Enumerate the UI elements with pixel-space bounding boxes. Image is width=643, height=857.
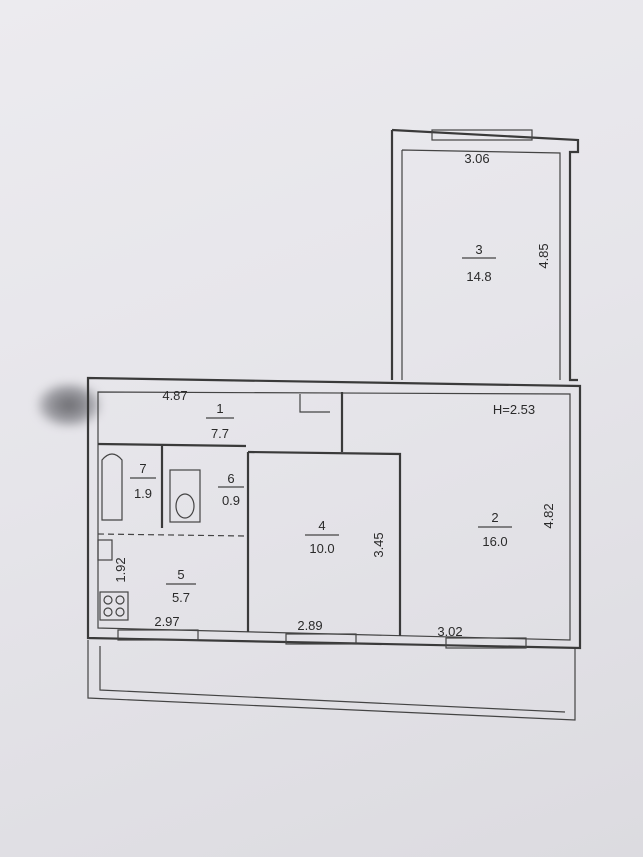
room6-area: 0.9 xyxy=(222,493,240,508)
sink-icon xyxy=(97,539,113,561)
balcony-inner xyxy=(99,646,566,713)
room3-outer-wall xyxy=(391,128,580,382)
dim-room3-length: 4.85 xyxy=(536,243,551,268)
dim-corridor-length: 4.87 xyxy=(162,388,187,403)
room4-window xyxy=(285,633,357,645)
redacted-stamp xyxy=(36,382,102,428)
room1-area: 7.7 xyxy=(211,426,229,441)
apartment-inner-wall xyxy=(97,391,571,641)
room3-number: 3 xyxy=(475,242,482,257)
toilet-cistern-icon xyxy=(169,469,201,523)
room7-number: 7 xyxy=(139,461,146,476)
dim-kitchen-width: 1.92 xyxy=(113,557,128,582)
room1-number: 1 xyxy=(216,401,223,416)
room7-area: 1.9 xyxy=(134,486,152,501)
bathroom-top-wall xyxy=(97,442,247,448)
burner-icon xyxy=(115,607,125,617)
burner-icon xyxy=(103,595,113,605)
dim-room2-width: 3.02 xyxy=(437,624,462,639)
dim-room4-length: 3.45 xyxy=(371,532,386,557)
dim-kitchen-length: 2.97 xyxy=(154,614,179,629)
room2-number: 2 xyxy=(491,510,498,525)
burner-icon xyxy=(115,595,125,605)
room3-area: 14.8 xyxy=(466,269,491,284)
dim-room3-width: 3.06 xyxy=(464,151,489,166)
room2-area: 16.0 xyxy=(482,534,507,549)
door-swing xyxy=(299,394,330,413)
room3-inner-wall xyxy=(401,149,561,380)
kitchen-divider xyxy=(97,533,247,537)
apartment-outer-wall xyxy=(86,376,582,650)
toilet-bowl-icon xyxy=(175,493,195,519)
bathtub-icon xyxy=(101,453,123,521)
kitchen-window xyxy=(117,629,199,641)
burner-icon xyxy=(103,607,113,617)
height-label: H=2.53 xyxy=(493,402,535,417)
room2-window xyxy=(445,637,527,649)
room3-window xyxy=(431,129,533,141)
room4-top-right-wall xyxy=(247,450,402,636)
room5-number: 5 xyxy=(177,567,184,582)
room5-area: 5.7 xyxy=(172,590,190,605)
dim-room4-width: 2.89 xyxy=(297,618,322,633)
room6-number: 6 xyxy=(227,471,234,486)
dim-room2-length: 4.82 xyxy=(541,503,556,528)
stove-icon xyxy=(99,591,129,621)
room4-number: 4 xyxy=(318,518,325,533)
room4-area: 10.0 xyxy=(309,541,334,556)
balcony-outline xyxy=(87,640,576,721)
